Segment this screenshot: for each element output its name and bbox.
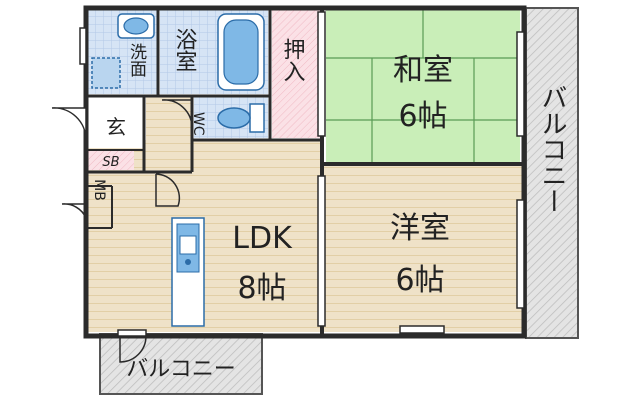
hallway-floor (146, 96, 192, 146)
balcony-bottom (99, 333, 263, 395)
closet-floor (272, 10, 322, 138)
japanese-room-name: 和室 (393, 53, 453, 88)
shoe-box-area (88, 150, 134, 170)
ldk-name: LDK (232, 221, 293, 256)
toilet-icon (217, 103, 265, 133)
windows (79, 11, 525, 337)
bath-label: 浴室 (172, 28, 198, 72)
kitchen-counter-icon (171, 217, 205, 327)
western-room-floor (322, 166, 522, 332)
washing-machine-icon (91, 57, 121, 89)
western-room-size: 6帖 (395, 263, 444, 298)
closet-label: 押入 (280, 38, 306, 82)
balcony-right (525, 7, 579, 339)
toilet-label: WC (190, 112, 206, 136)
western-room-name: 洋室 (390, 211, 450, 246)
balcony-right-label: バルコニー (537, 84, 567, 214)
balcony-bottom-label: バルコニー (126, 357, 236, 382)
entrance-label: 玄 (106, 115, 126, 139)
washbasin-icon (117, 13, 155, 39)
meter-box-label: MB (91, 179, 107, 201)
shoe-box-label: SB (102, 155, 119, 170)
tatami-lines (326, 10, 520, 162)
japanese-room-size: 6帖 (398, 99, 447, 134)
washroom-label: 洗面 (126, 43, 147, 77)
walls (83, 5, 527, 339)
door-swings (51, 99, 193, 363)
bathtub-icon (217, 13, 265, 91)
ldk-size: 8帖 (237, 271, 286, 306)
entrance-floor (88, 100, 144, 148)
